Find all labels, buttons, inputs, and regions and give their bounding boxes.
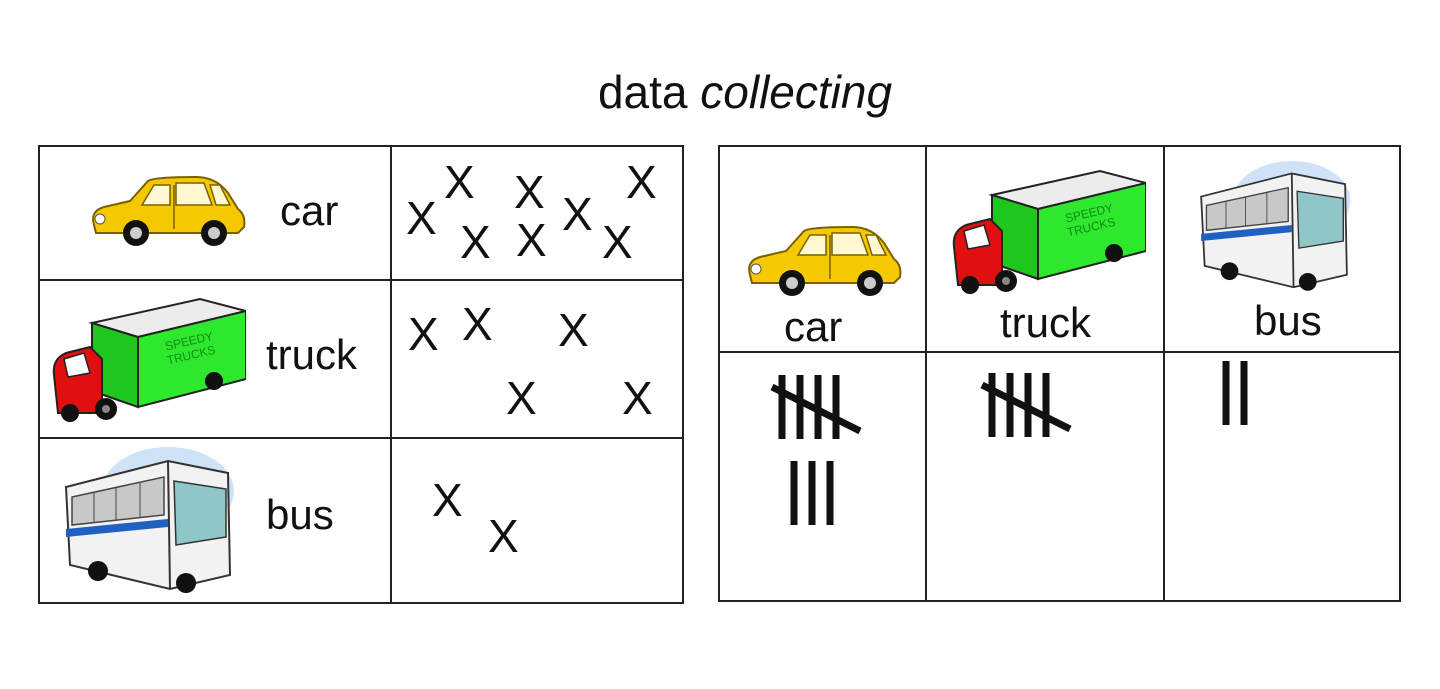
x-mark: X	[558, 304, 589, 356]
x-mark: X	[506, 372, 537, 424]
truck-label: truck	[1000, 299, 1092, 346]
x-mark: X	[626, 156, 657, 208]
truck-tally	[980, 373, 1072, 437]
column-divider	[925, 147, 927, 600]
page-title: data collecting	[597, 66, 893, 118]
x-mark: X	[562, 188, 593, 240]
bus-icon	[64, 447, 234, 593]
column-divider	[1163, 147, 1165, 600]
x-mark: X	[462, 298, 493, 350]
x-mark: X	[408, 308, 439, 360]
x-mark: X	[622, 372, 653, 424]
bus-icon	[1200, 161, 1351, 291]
car-tally	[770, 375, 862, 525]
x-mark: X	[488, 510, 519, 562]
x-mark: X	[432, 474, 463, 526]
tally-strike	[980, 381, 1072, 433]
truck-label: truck	[266, 331, 358, 378]
x-mark-table: car X X X X X X X X SPEEDY TRUCKS truck …	[38, 145, 684, 604]
x-mark: X	[516, 214, 547, 266]
x-mark: X	[444, 156, 475, 208]
row-divider	[40, 279, 682, 281]
bus-label: bus	[1254, 297, 1322, 344]
car-icon	[748, 225, 902, 296]
tally-strike	[770, 383, 862, 435]
bus-tally	[1222, 361, 1248, 425]
x-mark: X	[406, 192, 437, 244]
bus-label: bus	[266, 491, 334, 538]
row-divider	[720, 351, 1399, 353]
tally-marks-area	[770, 361, 1248, 525]
x-mark: X	[514, 166, 545, 218]
car-label: car	[784, 303, 843, 350]
truck-icon: SPEEDY TRUCKS	[952, 169, 1146, 294]
row-divider	[40, 437, 682, 439]
tally-table: car SPEEDY TRUCKS truck bus	[718, 145, 1401, 602]
car-icon	[92, 175, 246, 246]
truck-icon: SPEEDY TRUCKS	[52, 297, 246, 422]
column-divider	[390, 147, 392, 602]
car-label: car	[280, 187, 339, 234]
x-mark: X	[460, 216, 491, 268]
x-mark: X	[602, 216, 633, 268]
